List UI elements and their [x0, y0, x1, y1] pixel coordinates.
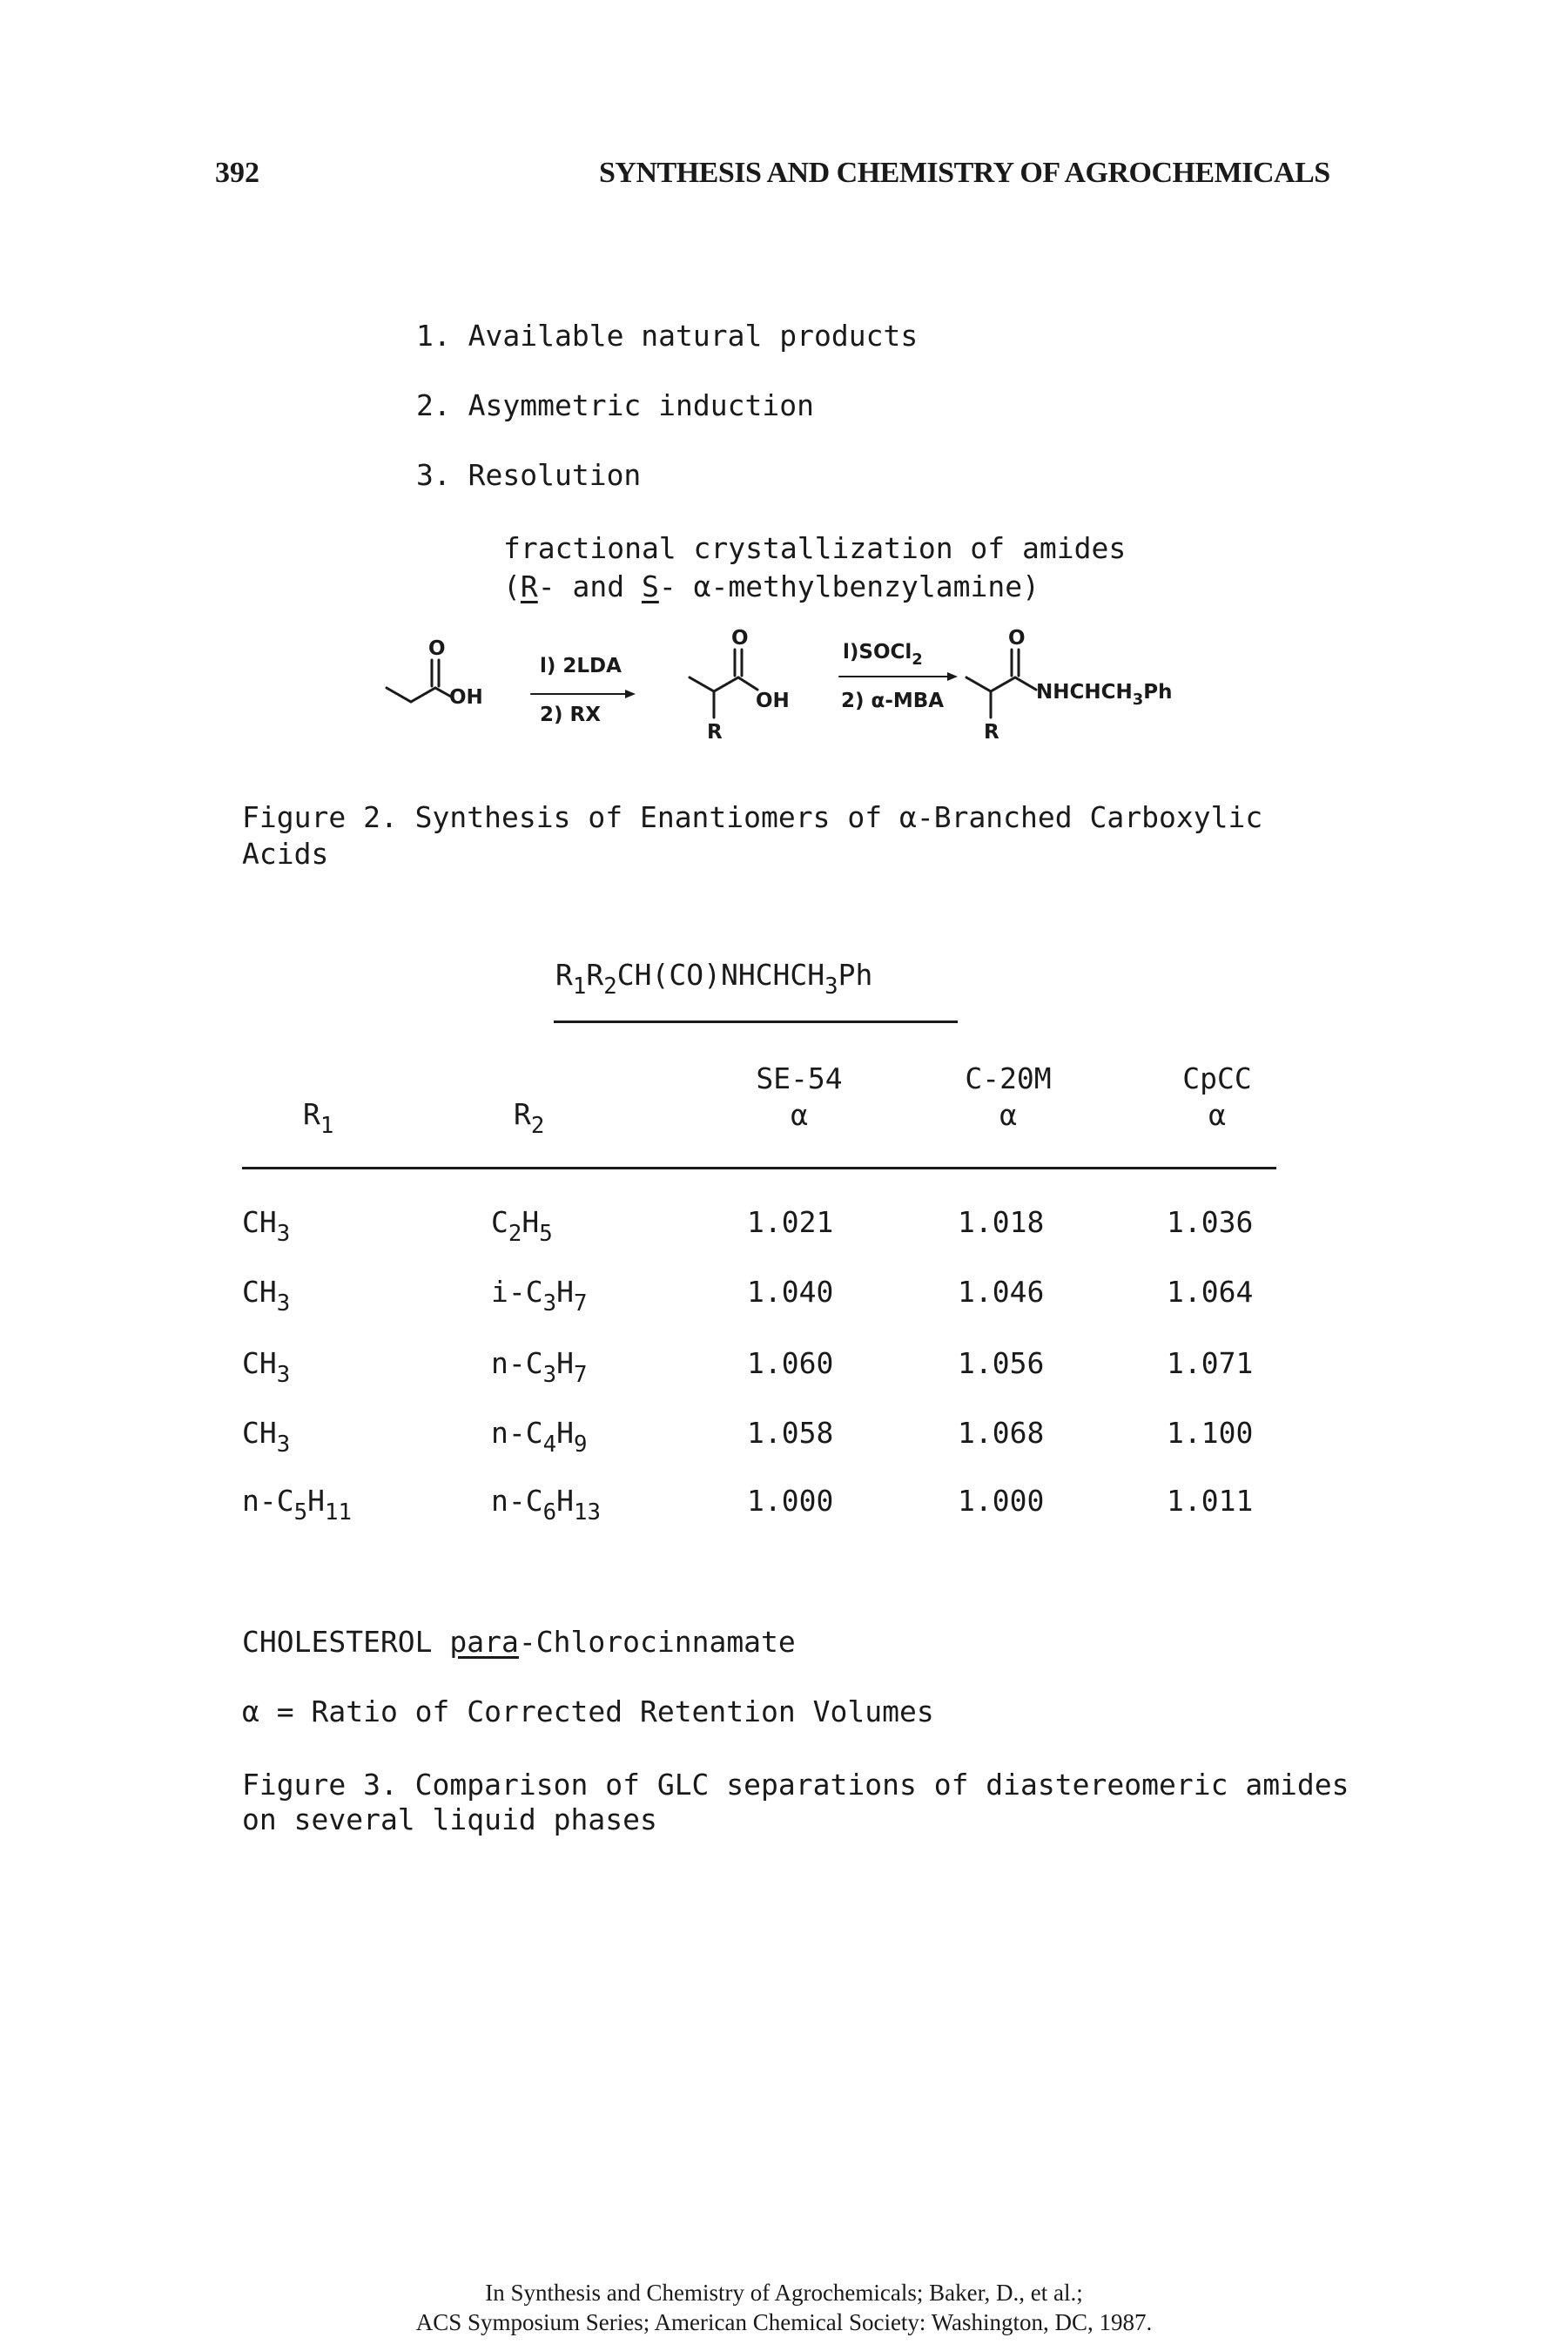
table-cell-c20m: 1.068 — [958, 1416, 1045, 1450]
hydroxyl-label: OH — [756, 690, 790, 712]
table-cell-c20m: 1.046 — [958, 1275, 1045, 1309]
table-cell-se54: 1.040 — [747, 1275, 834, 1309]
table-cell-c20m: 1.000 — [958, 1484, 1045, 1518]
table-row: n-C5H11 — [242, 1484, 352, 1526]
col-header-r1: R1 — [303, 1097, 334, 1139]
r-group-label: R — [984, 721, 999, 744]
carbonyl-oxygen-label: O — [731, 627, 749, 650]
alpha-definition: α = Ratio of Corrected Retention Volumes — [242, 1694, 934, 1728]
table-row: CH3 — [242, 1346, 291, 1388]
table-row: CH3 — [242, 1416, 291, 1458]
table-row: n-C6H13 — [491, 1484, 601, 1526]
table-cell-se54: 1.021 — [747, 1205, 834, 1239]
table-cell-cpcc: 1.011 — [1167, 1484, 1254, 1518]
arrow1-step1: l) 2LDA — [540, 655, 622, 677]
table-cell-c20m: 1.056 — [958, 1346, 1045, 1380]
table-row: n-C4H9 — [491, 1416, 588, 1458]
figure3-caption: Figure 3. Comparison of GLC separations … — [242, 1768, 1349, 1836]
list-item: 3. Resolution — [416, 458, 642, 492]
table-cell-cpcc: 1.064 — [1167, 1275, 1254, 1309]
r-group-label: R — [707, 721, 723, 744]
col-header-r2: R2 — [514, 1097, 545, 1139]
list-item: 1. Available natural products — [416, 319, 919, 353]
table-row: i-C3H7 — [491, 1275, 588, 1317]
table-cell-se54: 1.058 — [747, 1416, 834, 1450]
table-cell-c20m: 1.018 — [958, 1205, 1045, 1239]
table-row: n-C3H7 — [491, 1346, 588, 1388]
list-item: 2. Asymmetric induction — [416, 388, 814, 422]
table-cell-cpcc: 1.071 — [1167, 1346, 1254, 1380]
citation-footer: In Synthesis and Chemistry of Agrochemic… — [415, 2280, 1153, 2335]
formula-rule — [554, 1021, 958, 1023]
reaction-scheme: O OH l) 2LDA 2) RX O OH R l)SOCl2 2) α-M… — [366, 627, 1236, 775]
arrow2-step1: l)SOCl2 — [843, 641, 923, 669]
table-cell-se54: 1.060 — [747, 1346, 834, 1380]
arrow2-step2: 2) α-MBA — [841, 690, 945, 712]
carbonyl-oxygen-label: O — [1008, 627, 1026, 650]
carbonyl-oxygen-label: O — [428, 637, 446, 660]
table-row: CH3 — [242, 1205, 291, 1247]
figure2-caption: Figure 2. Synthesis of Enantiomers of α-… — [242, 800, 1263, 871]
running-title: SYNTHESIS AND CHEMISTRY OF AGROCHEMICALS — [599, 157, 1330, 189]
table-formula: R1R2CH(CO)NHCHCH3Ph — [555, 958, 873, 1000]
arrow1-step2: 2) RX — [540, 704, 601, 726]
table-row: CH3 — [242, 1275, 291, 1317]
amide-group-label: NHCHCH3Ph — [1036, 681, 1173, 709]
table-row: C2H5 — [491, 1205, 553, 1247]
resolution-note: fractional crystallization of amides (R-… — [503, 531, 1127, 603]
table-cell-se54: 1.000 — [747, 1484, 834, 1518]
page-number: 392 — [215, 157, 259, 189]
table-cell-cpcc: 1.036 — [1167, 1205, 1254, 1239]
hydroxyl-label: OH — [449, 686, 483, 709]
table-cell-cpcc: 1.100 — [1167, 1416, 1254, 1450]
cholesterol-note: CHOLESTEROL para-Chlorocinnamate — [242, 1625, 796, 1659]
header-rule — [242, 1167, 1276, 1169]
